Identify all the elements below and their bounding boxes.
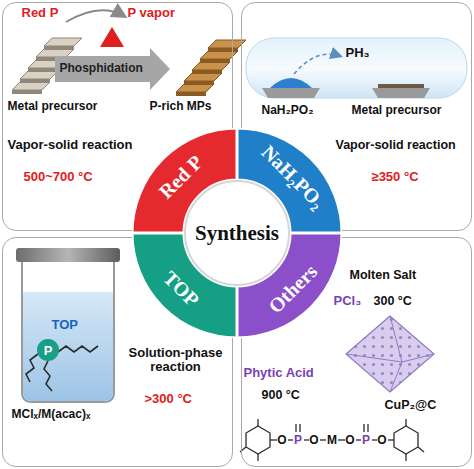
atom-label: P bbox=[294, 434, 302, 446]
plate bbox=[12, 82, 50, 90]
panel-text: Red P bbox=[22, 6, 59, 21]
quartz-tube bbox=[246, 38, 467, 98]
phosphorus-atom bbox=[37, 339, 59, 361]
atom-label: O bbox=[377, 434, 386, 446]
plate-edge bbox=[176, 92, 206, 96]
plate bbox=[176, 84, 214, 92]
plate bbox=[36, 49, 74, 57]
panel-text: Phytic Acid bbox=[244, 366, 314, 381]
ph3-flow bbox=[294, 54, 340, 74]
plate bbox=[20, 71, 58, 79]
panel-text: Vapor-solid reaction bbox=[8, 138, 133, 153]
panel-text: CuP₂@C bbox=[385, 398, 437, 412]
panel-text: 900 °C bbox=[262, 388, 300, 402]
nah2po2-powder bbox=[270, 78, 312, 88]
boat bbox=[372, 88, 430, 98]
plate-edge bbox=[28, 68, 58, 72]
plate-edge bbox=[200, 59, 230, 63]
panel-text: Solution-phase reaction bbox=[126, 346, 226, 376]
atom-label: O bbox=[277, 434, 286, 446]
atom-label: P bbox=[362, 434, 370, 446]
beaker bbox=[22, 262, 114, 402]
panel-text: >300 °C bbox=[145, 392, 192, 407]
panel-text: P-rich MPs bbox=[150, 100, 212, 114]
panel-text: Phosphidation bbox=[60, 62, 143, 76]
plate-edge bbox=[44, 46, 74, 50]
plate bbox=[44, 38, 82, 46]
center-circle: Synthesis bbox=[184, 180, 290, 286]
atom-label: O bbox=[309, 434, 318, 446]
atom-label: M bbox=[327, 434, 337, 446]
solution bbox=[23, 292, 113, 401]
panel-text: Metal precursor bbox=[352, 104, 442, 118]
metal-precursor-layer bbox=[378, 84, 424, 88]
top-molecule bbox=[26, 346, 98, 391]
phytic-structure bbox=[240, 419, 424, 461]
plate-edge bbox=[12, 90, 42, 94]
panel-text: PCl₃ bbox=[334, 294, 362, 309]
red-p-triangle bbox=[100, 27, 124, 47]
panel-text: Metal precursor bbox=[8, 100, 98, 114]
plate bbox=[184, 73, 222, 81]
panel-text: PH₃ bbox=[346, 46, 370, 61]
precursor-stack bbox=[12, 38, 246, 96]
plate-edge bbox=[184, 81, 214, 85]
plate-edge bbox=[208, 48, 238, 52]
plate-edge bbox=[192, 70, 222, 74]
boat bbox=[262, 88, 320, 98]
beaker-lid bbox=[16, 248, 120, 262]
cup2-crystal bbox=[346, 316, 434, 392]
panel-text: Vapor-solid reaction bbox=[336, 138, 456, 152]
plate-edge bbox=[20, 79, 50, 83]
panel-text: P vapor bbox=[128, 6, 175, 21]
atom-label: P bbox=[44, 344, 53, 357]
panel-text: ≥350 °C bbox=[372, 170, 419, 185]
panel-text: NaH₂PO₂ bbox=[262, 104, 314, 118]
plate bbox=[192, 62, 230, 70]
center-title: Synthesis bbox=[195, 221, 279, 246]
panel-text: Molten Salt bbox=[350, 268, 417, 282]
panel-text: TOP bbox=[52, 318, 79, 333]
atom-label: O bbox=[345, 434, 354, 446]
vapor-arrow bbox=[66, 10, 124, 22]
phosphidation-arrow bbox=[55, 48, 170, 90]
panel-text: 500~700 °C bbox=[24, 170, 93, 185]
panel-text: MClₓ/M(acac)ₓ bbox=[12, 408, 91, 422]
panel-text: 300 °C bbox=[374, 294, 412, 308]
